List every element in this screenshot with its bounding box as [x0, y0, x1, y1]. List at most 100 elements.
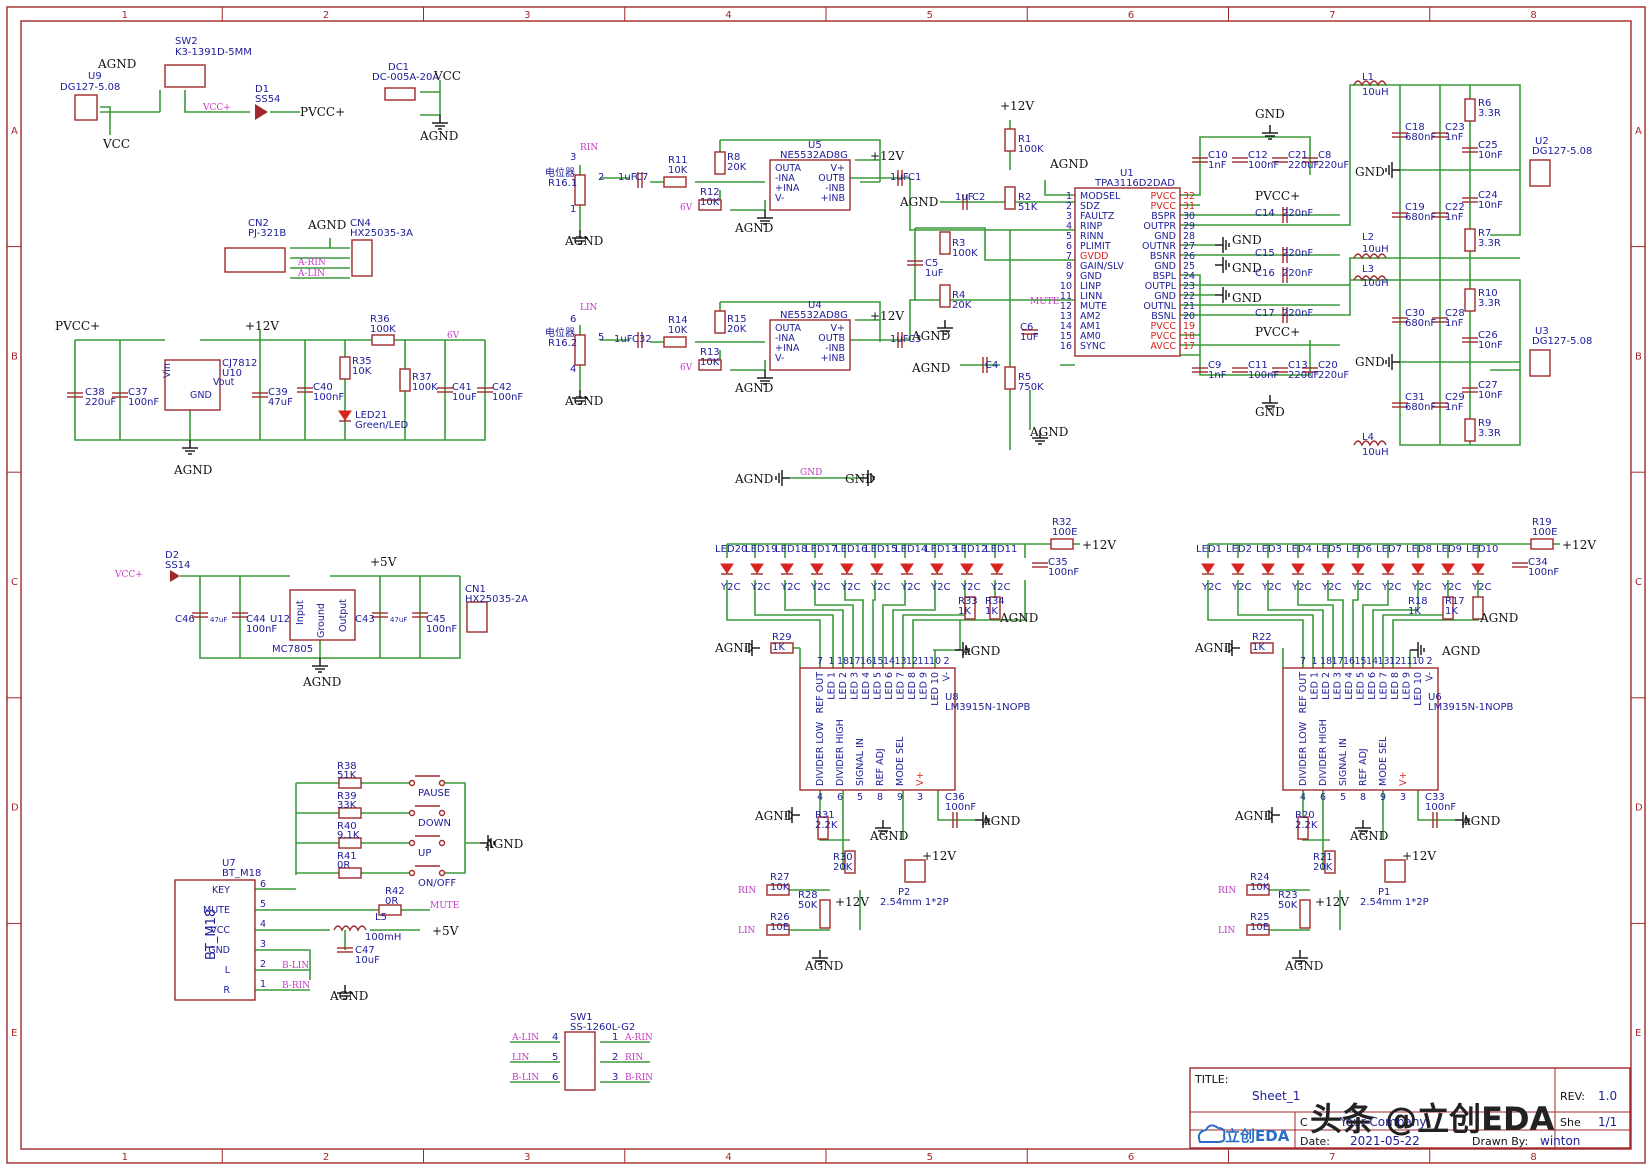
u1-left-pin-name: AM1	[1080, 321, 1101, 332]
lm3915-pin-number: 17	[848, 656, 860, 667]
vu-led	[1441, 563, 1455, 575]
vu-led-value: Y2C	[960, 582, 980, 593]
lm3915-pin-number: 6	[837, 792, 843, 803]
svg-text:AGND: AGND	[754, 809, 793, 823]
vu-led-value: Y2C	[1381, 582, 1401, 593]
vu-led-ref: LED11	[985, 544, 1017, 555]
svg-text:R35: R35	[352, 356, 372, 367]
lm3915-pin-number: 5	[857, 792, 863, 803]
svg-text:100nF: 100nF	[246, 624, 277, 635]
u1-left-pin-number: 2	[1066, 201, 1072, 212]
lm3915-pin-name: V+	[1398, 772, 1409, 786]
svg-text:AGND: AGND	[307, 218, 346, 232]
svg-text:C1: C1	[908, 172, 921, 183]
u1-right-pin-number: 17	[1183, 341, 1195, 352]
vu-led	[1291, 563, 1305, 575]
svg-text:6V: 6V	[680, 363, 693, 373]
vu-led-value: Y2C	[990, 582, 1010, 593]
svg-text:L1: L1	[1362, 72, 1374, 83]
svg-text:AGND: AGND	[1479, 611, 1518, 625]
u1-right-pin-number: 31	[1183, 201, 1195, 212]
svg-text:AGND: AGND	[484, 837, 523, 851]
vu-part-value: 10E	[1250, 922, 1269, 933]
cn1-body	[466, 601, 488, 633]
vu-header-value: 2.54mm 1*2P	[1360, 897, 1429, 908]
cn2-body	[224, 247, 286, 273]
lm3915-pin-number: 8	[877, 792, 883, 803]
lm3915-pin-number: 11	[1400, 656, 1412, 667]
vu-led-ref: LED16	[835, 544, 867, 555]
u1-right-pin-number: 20	[1183, 311, 1195, 322]
svg-text:Date:: Date:	[1300, 1135, 1330, 1148]
svg-text:100nF: 100nF	[313, 392, 344, 403]
vu-led-ref: LED5	[1316, 544, 1342, 555]
vu-led-value: Y2C	[840, 582, 860, 593]
filter-part-ref: C25	[1478, 140, 1498, 151]
vu-rin-net: RIN	[738, 886, 756, 896]
vu-led-ref: LED4	[1286, 544, 1312, 555]
svg-text:47uF: 47uF	[210, 616, 227, 624]
vu-led-value: Y2C	[1351, 582, 1371, 593]
svg-text:U10: U10	[222, 368, 242, 379]
vu-led-value: Y2C	[720, 582, 740, 593]
svg-text:R36: R36	[370, 314, 390, 325]
vu-led	[870, 563, 884, 575]
labels: AGND U9 DG127-5.08 VCC SW2 K3-1391D-5MM …	[55, 36, 1596, 1083]
svg-text:U5: U5	[808, 140, 822, 151]
lm3915-pin-name: LED 7	[1379, 672, 1390, 700]
svg-text:GND: GND	[800, 468, 822, 478]
svg-text:DG127-5.08: DG127-5.08	[1532, 336, 1592, 347]
filter-part-value: 1nF	[1445, 132, 1464, 143]
lm3915-pin-number: 10	[929, 656, 941, 667]
svg-text:VCC: VCC	[433, 69, 461, 83]
lm3915-part: LM3915N-1NOPB	[1428, 702, 1513, 713]
vu-led-value: Y2C	[780, 582, 800, 593]
svg-text:CN4: CN4	[350, 218, 371, 229]
filter-part-value: 3.3R	[1478, 108, 1501, 119]
svg-text:K3-1391D-5MM: K3-1391D-5MM	[175, 47, 252, 58]
svg-text:20K: 20K	[727, 162, 747, 173]
u1-right-pin-name: PVCC	[1151, 321, 1177, 332]
u1-left-pin-name: SYNC	[1080, 341, 1106, 352]
svg-text:She: She	[1560, 1116, 1581, 1129]
svg-text:CN2: CN2	[248, 218, 269, 229]
filter-part-ref: R9	[1478, 418, 1491, 429]
svg-text:100K: 100K	[370, 324, 396, 335]
svg-text:220nF: 220nF	[1282, 208, 1313, 219]
u10-body	[164, 359, 221, 411]
u1-right-pin-name: BSPR	[1151, 211, 1176, 222]
svg-text:AGND: AGND	[734, 221, 773, 235]
vu-part-ref: R18	[1408, 596, 1428, 607]
svg-text:LED21: LED21	[355, 410, 387, 421]
frame-col-label-bottom: 6	[1128, 1152, 1134, 1163]
svg-text:U12: U12	[270, 614, 290, 625]
svg-text:Output: Output	[338, 599, 349, 632]
svg-text:L2: L2	[1362, 232, 1374, 243]
svg-text:C44: C44	[246, 614, 266, 625]
vu-led-ref: LED7	[1376, 544, 1402, 555]
svg-text:AGND: AGND	[804, 959, 843, 973]
svg-text:C39: C39	[268, 387, 288, 398]
vu-led	[1351, 563, 1365, 575]
bt-pin-number: 6	[260, 879, 266, 890]
lceda-logo: 立创EDA	[1197, 1124, 1290, 1145]
wires	[74, 80, 1560, 1083]
vu-led-value: Y2C	[1291, 582, 1311, 593]
vu-led-ref: LED2	[1226, 544, 1252, 555]
vu-12v: +12V	[1315, 895, 1349, 909]
lm3915-pin-number: 5	[1340, 792, 1346, 803]
frame-col-label-top: 8	[1530, 10, 1536, 21]
decoupling-cap-value: 1nF	[1208, 370, 1227, 381]
svg-text:R3: R3	[952, 238, 965, 249]
lm3915-pin-name: LED 3	[1333, 672, 1344, 700]
filter-part-value: 1nF	[1445, 318, 1464, 329]
bt-pin-number: 3	[260, 939, 266, 950]
vu-led	[960, 563, 974, 575]
vu-led	[1201, 563, 1215, 575]
vu-part-value: 50K	[1278, 900, 1298, 911]
svg-text:AGND: AGND	[329, 989, 368, 1003]
svg-text:DG127-5.08: DG127-5.08	[60, 82, 120, 93]
svg-text:电位器: 电位器	[545, 166, 575, 179]
svg-text:R5: R5	[1018, 372, 1031, 383]
u1-left-pin-number: 15	[1060, 331, 1072, 342]
